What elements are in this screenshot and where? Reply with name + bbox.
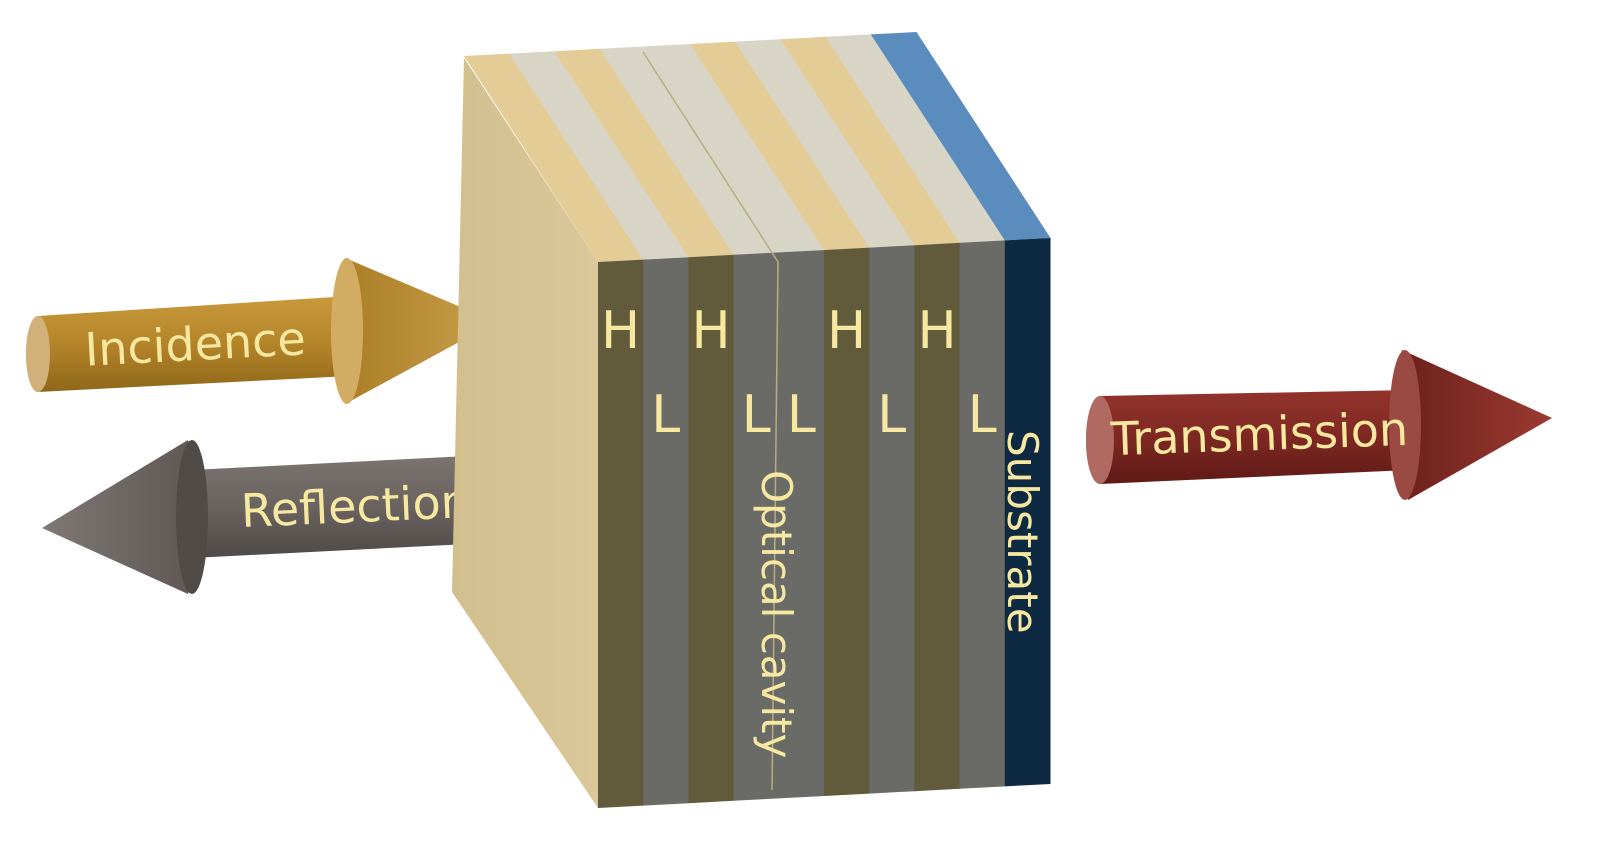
incidence-arrow-head — [332, 258, 496, 404]
layer-2-L-label: L — [651, 385, 680, 445]
transmission-arrow-shaft-end — [1086, 396, 1114, 484]
reflection-label: Reflection — [240, 474, 471, 538]
reflection-arrow: Reflection — [42, 440, 519, 594]
layer-5-L-label: L — [787, 385, 816, 445]
layer-8-H-front — [914, 242, 961, 792]
incidence-arrow-shaft — [26, 296, 350, 392]
layer-1-H-label: H — [601, 301, 640, 361]
optical-cavity-label: Optical cavity — [752, 470, 801, 758]
layer-8-H-label: H — [917, 301, 956, 361]
layer-1-H-top — [464, 53, 644, 262]
layer-6-H-label: H — [827, 301, 866, 361]
transmission-label: Transmission — [1109, 402, 1409, 466]
layer-7-L-front — [869, 245, 915, 794]
incidence-arrow: Incidence — [26, 258, 496, 404]
layer-3-H-label: H — [691, 301, 730, 361]
substrate-layer-front — [1004, 238, 1051, 787]
cavity-boundary-line-top — [642, 51, 779, 263]
layer-2-L-front — [643, 257, 689, 806]
substrate-label: Substrate — [998, 430, 1047, 634]
reflection-arrow-head-base — [176, 440, 208, 594]
layer-9-L-front — [959, 240, 1006, 789]
layer-9-L-label: L — [968, 385, 997, 445]
layer-7-L-top — [735, 39, 915, 248]
layer-2-L-top — [509, 51, 689, 260]
substrate-layer-top — [870, 32, 1051, 241]
layer-9-L-top — [825, 34, 1006, 243]
reflection-arrow-shaft — [192, 454, 518, 558]
layer-6-H-top — [690, 41, 870, 250]
transmission-arrow-shaft — [1086, 390, 1408, 484]
cube-front-face — [598, 238, 1051, 809]
layer-3-H-top — [554, 48, 735, 258]
layer-4-L-front — [733, 252, 780, 801]
cavity-boundary-line-front — [771, 261, 779, 791]
cube-side-face — [452, 58, 598, 808]
layer-5-L-front — [778, 250, 825, 799]
layer-4-L-label: L — [742, 385, 771, 445]
transmission-arrow: Transmission — [1086, 350, 1552, 500]
layer-3-H-front — [688, 254, 735, 804]
incidence-arrow-head-base — [331, 258, 363, 404]
reflection-arrow-head — [42, 440, 200, 594]
transmission-arrow-head-base — [1389, 350, 1421, 500]
incidence-label: Incidence — [83, 311, 307, 376]
transmission-arrow-head — [1394, 350, 1552, 500]
layer-4-L-top — [599, 46, 780, 255]
incidence-arrow-shaft-end — [26, 316, 50, 392]
layer-8-H-top — [780, 36, 961, 246]
layer-6-H-front — [824, 247, 870, 797]
layer-5-L-top — [644, 44, 825, 253]
layer-1-H-front — [598, 259, 644, 809]
cube-top-face — [464, 32, 1051, 262]
layer-7-L-label: L — [877, 385, 906, 445]
